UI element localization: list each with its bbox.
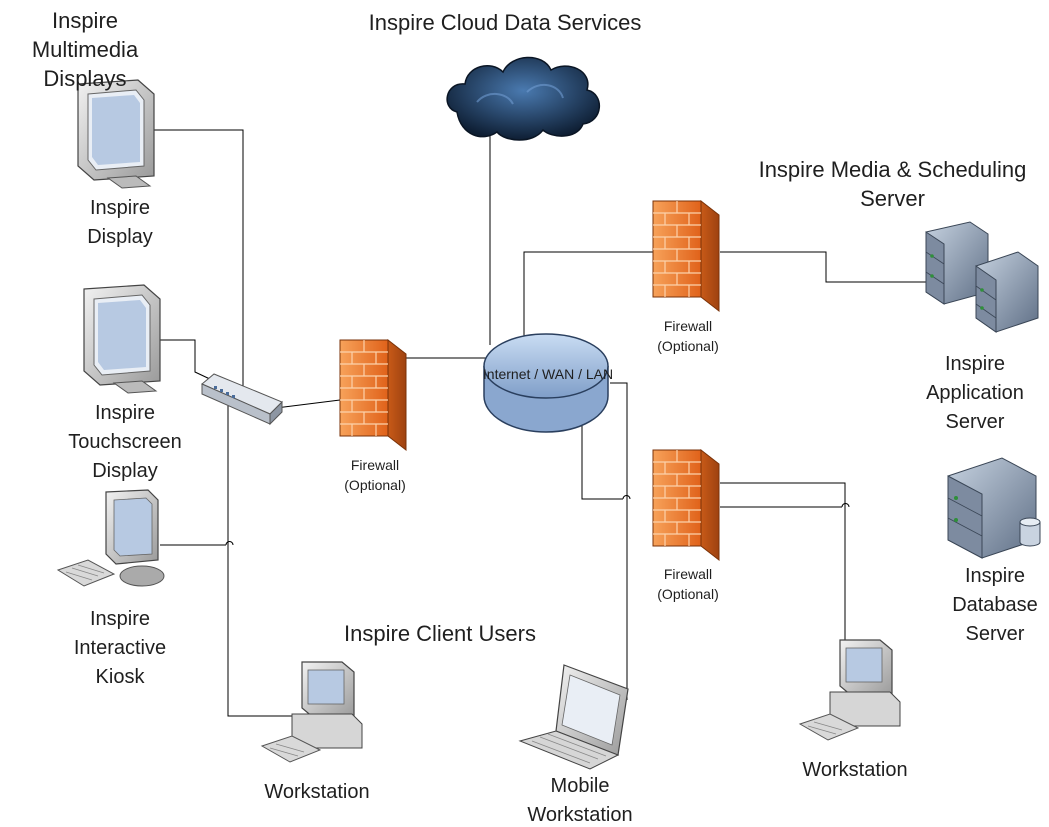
label-firewall-top: Firewall (Optional): [657, 318, 719, 354]
kiosk-icon: [56, 489, 165, 587]
display-monitor-icon: [77, 79, 155, 189]
label-workstation-left: Workstation: [264, 781, 370, 803]
cloud-icon: [446, 56, 601, 141]
label-touchscreen: Inspire Touchscreen Display: [68, 402, 182, 482]
firewall-left-icon: [339, 338, 407, 452]
label-workstation-right: Workstation: [802, 759, 908, 781]
link-firewall-appserver: [720, 251, 930, 283]
link-firewall-workstation-right: [720, 482, 846, 640]
label-hub: Internet / WAN / LAN: [482, 366, 614, 382]
network-switch-icon: [201, 373, 283, 426]
label-application-server: Inspire Application Server: [926, 353, 1024, 433]
heading-media-scheduling: Inspire Media & Scheduling Server: [758, 157, 1027, 211]
link-touchscreen-switch: [158, 339, 213, 381]
connection-lines: [148, 129, 930, 717]
database-cylinder-icon: [1019, 517, 1041, 547]
mobile-workstation-laptop-icon: [518, 664, 629, 770]
label-firewall-left: Firewall (Optional): [344, 457, 406, 493]
firewall-bottom-icon: [652, 448, 720, 562]
network-hub-icon: [483, 333, 609, 433]
link-hub-firewall-top: [523, 251, 653, 340]
database-server-icon: [947, 457, 1041, 559]
touchscreen-monitor-icon: [83, 284, 161, 394]
link-switch-firewall: [275, 399, 341, 409]
application-server-icon: [925, 221, 1039, 333]
label-database-server: Inspire Database Server: [952, 565, 1038, 645]
heading-client-users: Inspire Client Users: [344, 621, 536, 646]
label-display: Inspire Display: [87, 197, 153, 248]
label-kiosk: Inspire Interactive Kiosk: [73, 608, 167, 688]
label-mobile-workstation: Mobile Workstation: [527, 775, 633, 826]
heading-multimedia-displays: Inspire Multimedia Displays: [31, 8, 139, 91]
link-hub-mobile: [610, 382, 628, 700]
firewall-top-icon: [652, 199, 720, 313]
link-hub-firewall-bottom: [581, 425, 623, 500]
workstation-right-icon: [798, 639, 901, 741]
link-workstation-switch: [227, 395, 300, 717]
heading-cloud-services: Inspire Cloud Data Services: [368, 10, 642, 35]
link-display-switch: [148, 129, 244, 390]
workstation-left-icon: [260, 661, 363, 763]
label-firewall-bottom: Firewall (Optional): [657, 566, 719, 602]
